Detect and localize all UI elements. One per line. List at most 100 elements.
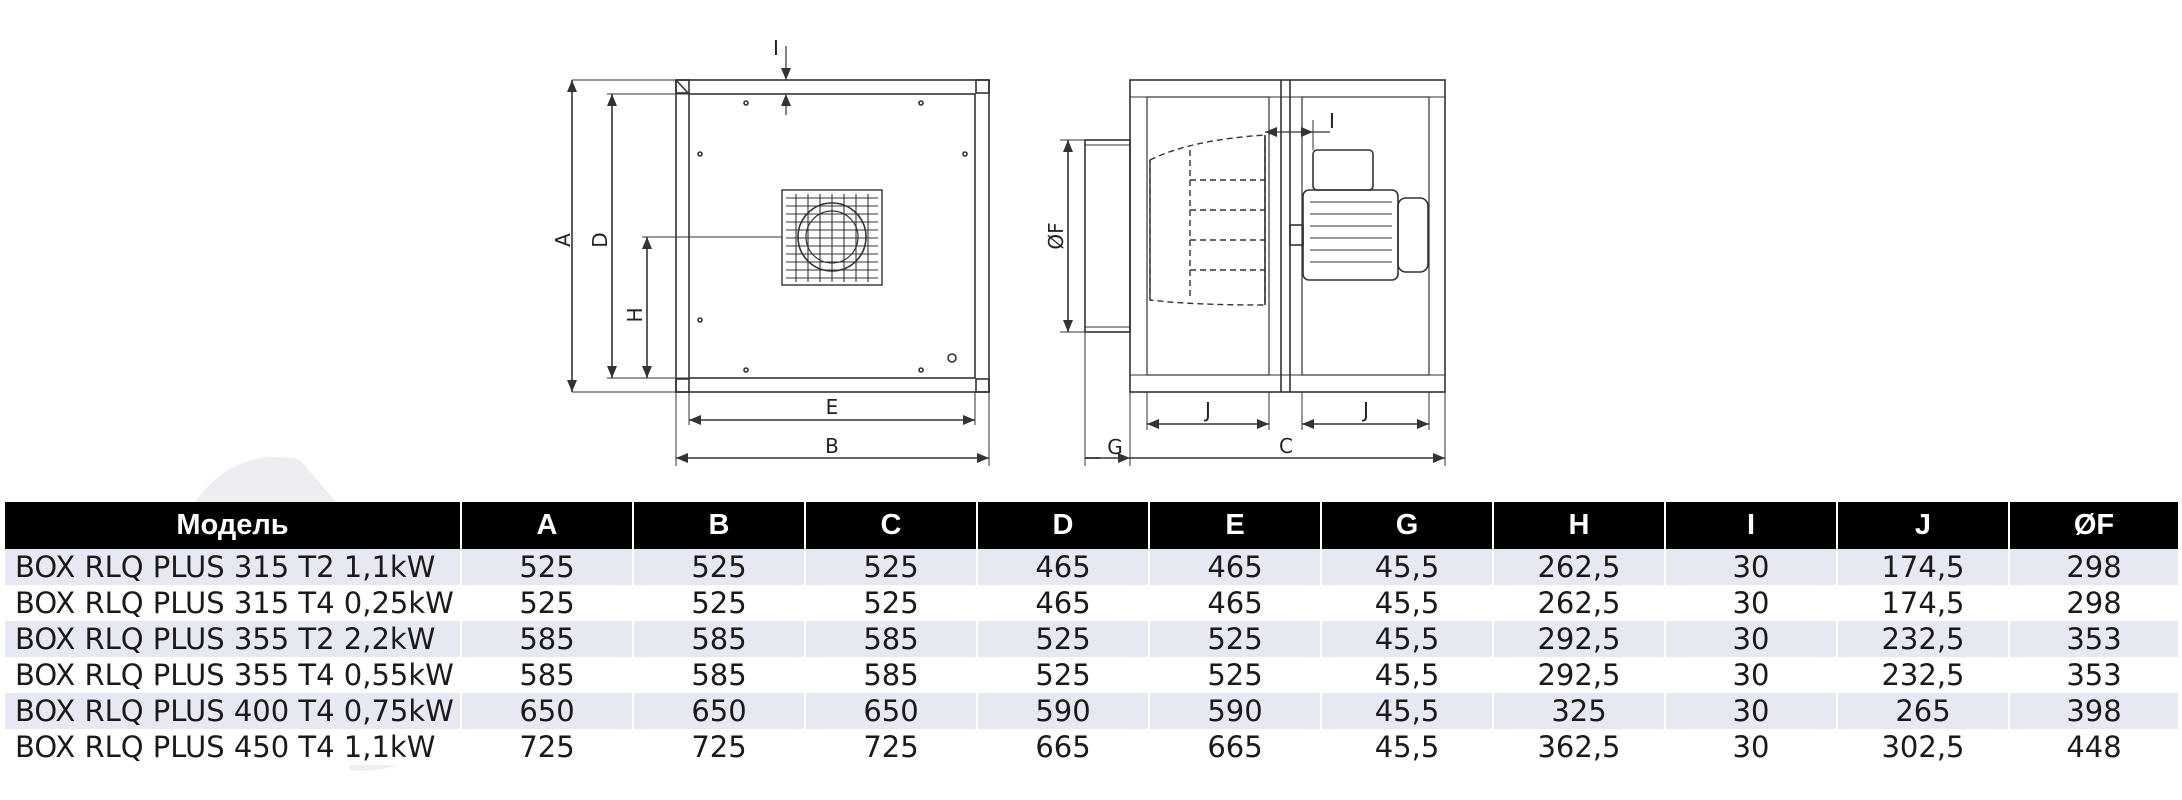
- header-a: A: [461, 502, 634, 549]
- cell: 525: [633, 585, 806, 621]
- front-view: [571, 46, 990, 466]
- cell: 262,5: [1493, 585, 1666, 621]
- cell: 650: [805, 693, 978, 729]
- side-view: [1060, 79, 1446, 466]
- cell-model: BOX RLQ PLUS 315 T2 1,1kW: [5, 549, 462, 585]
- cell: 398: [2009, 693, 2180, 729]
- cell: 298: [2009, 549, 2180, 585]
- cell: 45,5: [1321, 585, 1494, 621]
- header-b: B: [633, 502, 806, 549]
- cell: 525: [977, 657, 1150, 693]
- cell: 525: [805, 585, 978, 621]
- table-row: BOX RLQ PLUS 450 T4 1,1kW 725 725 725 66…: [5, 729, 2180, 765]
- cell: 665: [977, 729, 1150, 765]
- header-j: J: [1837, 502, 2010, 549]
- cell: 465: [977, 549, 1150, 585]
- header-h: H: [1493, 502, 1666, 549]
- cell: 585: [633, 657, 806, 693]
- cell: 45,5: [1321, 621, 1494, 657]
- cell: 30: [1665, 729, 1838, 765]
- cell: 45,5: [1321, 657, 1494, 693]
- cell: 525: [461, 549, 634, 585]
- cell: 325: [1493, 693, 1666, 729]
- cell: 30: [1665, 693, 1838, 729]
- table-row: BOX RLQ PLUS 400 T4 0,75kW 650 650 650 5…: [5, 693, 2180, 729]
- cell: 585: [805, 657, 978, 693]
- cell-model: BOX RLQ PLUS 450 T4 1,1kW: [5, 729, 462, 765]
- cell: 232,5: [1837, 621, 2010, 657]
- header-i: I: [1665, 502, 1838, 549]
- cell: 45,5: [1321, 729, 1494, 765]
- dim-label-e: E: [826, 395, 839, 419]
- cell: 292,5: [1493, 657, 1666, 693]
- cell-model: BOX RLQ PLUS 355 T2 2,2kW: [5, 621, 462, 657]
- header-e: E: [1149, 502, 1322, 549]
- dim-label-g: G: [1107, 435, 1123, 459]
- cell: 525: [1149, 657, 1322, 693]
- cell: 30: [1665, 549, 1838, 585]
- table-row: BOX RLQ PLUS 355 T4 0,55kW 585 585 585 5…: [5, 657, 2180, 693]
- cell: 585: [461, 621, 634, 657]
- header-g: G: [1321, 502, 1494, 549]
- cell: 45,5: [1321, 693, 1494, 729]
- cell: 30: [1665, 621, 1838, 657]
- cell: 174,5: [1837, 549, 2010, 585]
- cell-model: BOX RLQ PLUS 400 T4 0,75kW: [5, 693, 462, 729]
- cell: 725: [461, 729, 634, 765]
- dim-label-j-left: J: [1203, 398, 1211, 422]
- dim-label-i-front: I: [773, 36, 779, 60]
- dim-label-i-side: I: [1329, 109, 1335, 133]
- technical-drawing: A D H I E B ØF I J J G C: [551, 36, 1446, 466]
- header-d: D: [977, 502, 1150, 549]
- cell: 525: [1149, 621, 1322, 657]
- cell-model: BOX RLQ PLUS 355 T4 0,55kW: [5, 657, 462, 693]
- cell: 262,5: [1493, 549, 1666, 585]
- cell: 465: [977, 585, 1150, 621]
- cell: 590: [977, 693, 1150, 729]
- cell: 465: [1149, 585, 1322, 621]
- cell: 30: [1665, 585, 1838, 621]
- cell: 265: [1837, 693, 2010, 729]
- header-c: C: [805, 502, 978, 549]
- cell: 590: [1149, 693, 1322, 729]
- dim-label-b: B: [825, 434, 839, 458]
- cell: 298: [2009, 585, 2180, 621]
- cell: 585: [461, 657, 634, 693]
- cell: 302,5: [1837, 729, 2010, 765]
- cell: 448: [2009, 729, 2180, 765]
- dim-label-c: C: [1279, 434, 1293, 458]
- cell: 525: [461, 585, 634, 621]
- cell: 232,5: [1837, 657, 2010, 693]
- cell: 525: [805, 549, 978, 585]
- cell: 585: [805, 621, 978, 657]
- cell: 650: [633, 693, 806, 729]
- table-row: BOX RLQ PLUS 315 T4 0,25kW 525 525 525 4…: [5, 585, 2180, 621]
- table-row: BOX RLQ PLUS 355 T2 2,2kW 585 585 585 52…: [5, 621, 2180, 657]
- cell: 650: [461, 693, 634, 729]
- header-f: ØF: [2009, 502, 2180, 549]
- cell-model: BOX RLQ PLUS 315 T4 0,25kW: [5, 585, 462, 621]
- cell: 174,5: [1837, 585, 2010, 621]
- dim-label-d: D: [588, 232, 612, 247]
- cell: 353: [2009, 657, 2180, 693]
- cell: 353: [2009, 621, 2180, 657]
- cell: 465: [1149, 549, 1322, 585]
- cell: 362,5: [1493, 729, 1666, 765]
- cell: 525: [977, 621, 1150, 657]
- table-header-row: Модель A B C D E G H I J ØF: [5, 502, 2180, 549]
- cell: 45,5: [1321, 549, 1494, 585]
- table-row: BOX RLQ PLUS 315 T2 1,1kW 525 525 525 46…: [5, 549, 2180, 585]
- cell: 585: [633, 621, 806, 657]
- cell: 725: [805, 729, 978, 765]
- dim-label-j-right: J: [1361, 398, 1369, 422]
- header-model: Модель: [5, 502, 462, 549]
- cell: 525: [633, 549, 806, 585]
- cell: 30: [1665, 657, 1838, 693]
- cell: 292,5: [1493, 621, 1666, 657]
- dimensions-table: Модель A B C D E G H I J ØF BOX RLQ PLUS…: [5, 502, 2180, 765]
- cell: 725: [633, 729, 806, 765]
- dim-label-f: ØF: [1044, 222, 1068, 249]
- dim-label-h: H: [623, 307, 647, 322]
- cell: 665: [1149, 729, 1322, 765]
- dim-label-a: A: [551, 233, 575, 247]
